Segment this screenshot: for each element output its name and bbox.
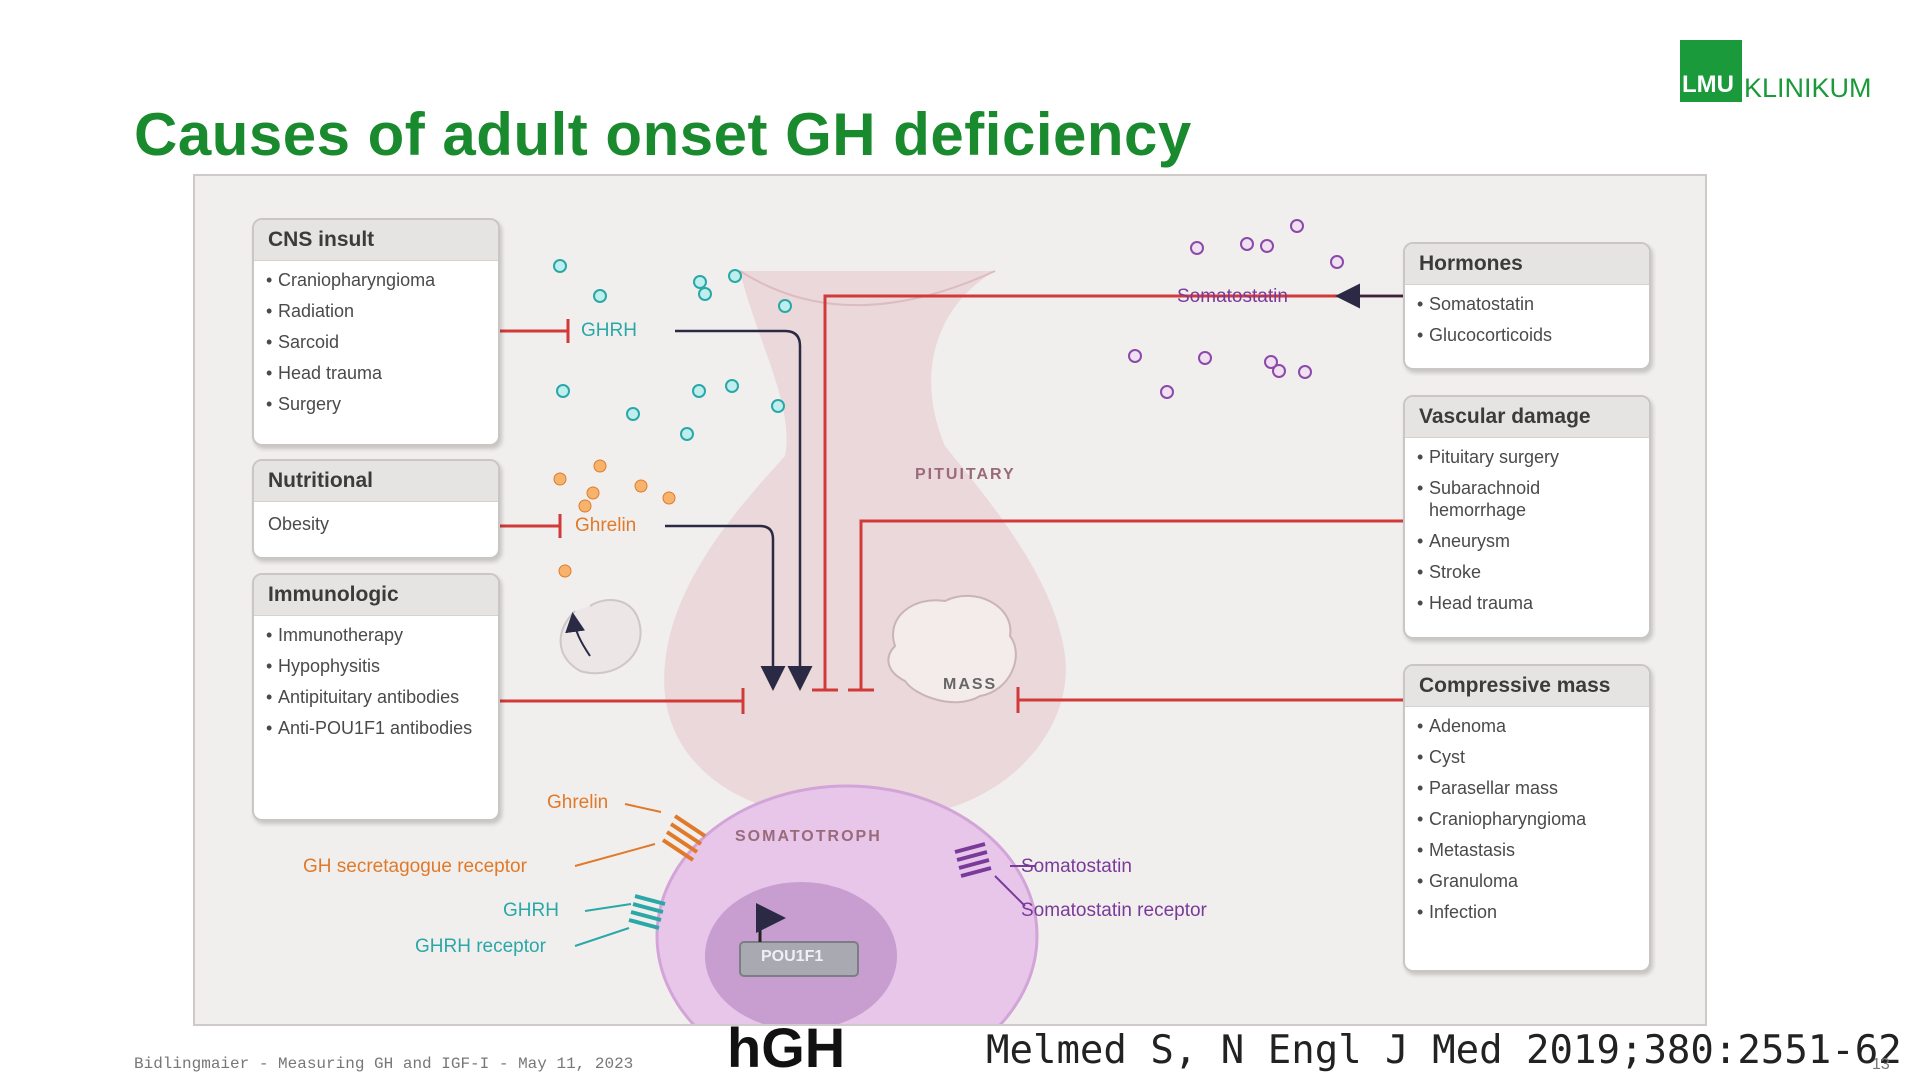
list-item: Parasellar mass bbox=[1417, 777, 1637, 799]
lmu-logo-mark: LMU bbox=[1680, 40, 1742, 102]
immunologic-list: Immunotherapy Hypophysitis Antipituitary… bbox=[254, 616, 498, 754]
vascular-damage-box: Vascular damage Pituitary surgery Subara… bbox=[1403, 395, 1651, 639]
diagram-figure: CNS insult Craniopharyngioma Radiation S… bbox=[193, 174, 1707, 1026]
list-item: Metastasis bbox=[1417, 839, 1637, 861]
somatostatin-receptor-shape bbox=[954, 842, 992, 878]
mass-shape bbox=[887, 595, 1017, 704]
list-item: Somatostatin bbox=[1417, 293, 1637, 315]
ghrh-label-bottom: GHRH bbox=[503, 900, 559, 921]
ghrh-receptor-label: GHRH receptor bbox=[415, 936, 546, 957]
lmu-logo-mark-text: LMU bbox=[1682, 71, 1734, 98]
cns-insult-list: Craniopharyngioma Radiation Sarcoid Head… bbox=[254, 261, 498, 430]
gh-secretagogue-receptor-shape bbox=[661, 814, 707, 862]
nutritional-text: Obesity bbox=[268, 514, 330, 534]
pituitary-gland-shape bbox=[664, 271, 1066, 816]
page-number: 13 bbox=[1872, 1056, 1890, 1073]
diagram-drawing bbox=[495, 219, 1530, 1024]
inhibition-lines bbox=[495, 294, 1530, 714]
list-item: Radiation bbox=[266, 300, 486, 322]
list-item: Head trauma bbox=[266, 362, 486, 384]
ghrelin-label-top: Ghrelin bbox=[575, 515, 637, 536]
label-leader-lines bbox=[574, 803, 1035, 947]
footer-presenter-text: Bidlingmaier - Measuring GH and IGF-I - … bbox=[134, 1055, 634, 1073]
hormones-box: Hormones Somatostatin Glucocorticoids bbox=[1403, 242, 1651, 370]
somatostatin-receptor-label: Somatostatin receptor bbox=[1021, 900, 1207, 921]
list-item: Anti-POU1F1 antibodies bbox=[266, 717, 486, 739]
list-item: Head trauma bbox=[1417, 592, 1637, 614]
cns-insult-title: CNS insult bbox=[254, 220, 498, 261]
list-item: Surgery bbox=[266, 393, 486, 415]
immunologic-box: Immunologic Immunotherapy Hypophysitis A… bbox=[252, 573, 500, 821]
list-item: Craniopharyngioma bbox=[266, 269, 486, 291]
list-item: Infection bbox=[1417, 901, 1637, 923]
list-item: Sarcoid bbox=[266, 331, 486, 353]
ghrh-molecules bbox=[553, 259, 792, 441]
list-item: Glucocorticoids bbox=[1417, 324, 1637, 346]
list-item: Immunotherapy bbox=[266, 624, 486, 646]
ghrh-receptor-shape bbox=[628, 894, 666, 930]
vascular-damage-title: Vascular damage bbox=[1405, 397, 1649, 438]
slide-title: Causes of adult onset GH deficiency bbox=[134, 101, 1192, 168]
cns-insult-box: CNS insult Craniopharyngioma Radiation S… bbox=[252, 218, 500, 446]
somatotroph-label: SOMATOTROPH bbox=[735, 828, 882, 845]
somatostatin-label-top: Somatostatin bbox=[1177, 286, 1288, 307]
hgh-label: hGH bbox=[727, 1016, 846, 1079]
pituitary-stalk-shape bbox=[739, 270, 996, 307]
list-item: Hypophysitis bbox=[266, 655, 486, 677]
stimulation-arrows bbox=[665, 283, 1409, 691]
list-item: Cyst bbox=[1417, 746, 1637, 768]
pou1f1-gene-box bbox=[739, 941, 859, 977]
nutritional-box: Nutritional Obesity bbox=[252, 459, 500, 559]
list-item: Granuloma bbox=[1417, 870, 1637, 892]
transcription-arrow bbox=[756, 903, 786, 942]
compressive-mass-box: Compressive mass Adenoma Cyst Parasellar… bbox=[1403, 664, 1651, 972]
somatostatin-label-bottom: Somatostatin bbox=[1021, 856, 1132, 877]
hormones-title: Hormones bbox=[1405, 244, 1649, 285]
nutritional-title: Nutritional bbox=[254, 461, 498, 502]
vascular-damage-list: Pituitary surgery Subarachnoid hemorrhag… bbox=[1405, 438, 1649, 629]
list-item: Aneurysm bbox=[1417, 530, 1637, 552]
stomach-arrow bbox=[565, 612, 591, 657]
immunologic-title: Immunologic bbox=[254, 575, 498, 616]
list-item: Antipituitary antibodies bbox=[266, 686, 486, 708]
pituitary-label: PITUITARY bbox=[915, 466, 1016, 483]
pou1f1-gene-label: POU1F1 bbox=[761, 948, 824, 965]
lmu-klinikum-logo: LMU KLINIKUM bbox=[1680, 40, 1872, 103]
compressive-mass-list: Adenoma Cyst Parasellar mass Craniophary… bbox=[1405, 707, 1649, 938]
hormones-list: Somatostatin Glucocorticoids bbox=[1405, 285, 1649, 361]
gh-secretagogue-receptor-label: GH secretagogue receptor bbox=[303, 856, 527, 877]
compressive-mass-title: Compressive mass bbox=[1405, 666, 1649, 707]
ghrelin-molecules bbox=[553, 459, 676, 578]
somatostatin-molecules bbox=[1128, 219, 1344, 399]
list-item: Pituitary surgery bbox=[1417, 446, 1637, 468]
list-item: Subarachnoid hemorrhage bbox=[1417, 477, 1637, 521]
stomach-shape bbox=[559, 599, 642, 675]
mass-label: MASS bbox=[943, 676, 998, 693]
list-item: Craniopharyngioma bbox=[1417, 808, 1637, 830]
ghrelin-label-bottom: Ghrelin bbox=[547, 792, 609, 813]
ghrh-label-top: GHRH bbox=[581, 320, 637, 341]
list-item: Stroke bbox=[1417, 561, 1637, 583]
list-item: Adenoma bbox=[1417, 715, 1637, 737]
citation: Melmed S, N Engl J Med 2019;380:2551-62 bbox=[986, 1028, 1902, 1073]
logo-text: KLINIKUM bbox=[1744, 73, 1872, 103]
